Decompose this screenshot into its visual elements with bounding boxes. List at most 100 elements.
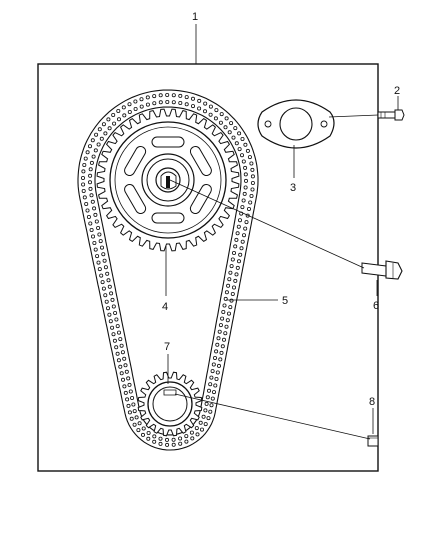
chain-link-outer bbox=[81, 188, 86, 193]
chain-link-inner bbox=[237, 147, 242, 152]
pin bbox=[367, 435, 379, 447]
chain-link-outer bbox=[229, 121, 234, 126]
chain-link-outer bbox=[152, 439, 157, 444]
chain-link-outer bbox=[229, 298, 234, 303]
chain-link-outer bbox=[94, 132, 99, 137]
chain-link-inner bbox=[215, 342, 220, 347]
chain-link-inner bbox=[93, 212, 98, 217]
chain-link-inner bbox=[236, 224, 241, 229]
chain-link-outer bbox=[100, 280, 105, 285]
chain-link-inner bbox=[119, 343, 124, 348]
chain-link-outer bbox=[93, 247, 98, 252]
chain-link-inner bbox=[227, 130, 232, 135]
chain-link-outer bbox=[243, 142, 248, 147]
chain-link-outer bbox=[107, 312, 112, 317]
chain-link-outer bbox=[224, 116, 229, 121]
callout-4: 4 bbox=[162, 301, 168, 313]
chain-link-inner bbox=[206, 388, 211, 393]
chain-link-inner bbox=[198, 420, 203, 425]
chain-link-inner bbox=[165, 100, 170, 105]
chain-link-outer bbox=[211, 390, 216, 395]
chain-link-inner bbox=[213, 116, 218, 121]
chain-link-outer bbox=[139, 97, 144, 102]
chain-link-inner bbox=[115, 324, 120, 329]
chain-link-outer bbox=[233, 278, 238, 283]
chain-link-inner bbox=[109, 291, 114, 296]
chain-link-outer bbox=[197, 98, 202, 103]
chain-link-inner bbox=[189, 430, 194, 435]
chain-link-inner bbox=[243, 165, 248, 170]
chain-link-inner bbox=[223, 125, 228, 130]
gasket bbox=[257, 99, 335, 149]
chain-link-outer bbox=[231, 285, 236, 290]
chain-link-inner bbox=[92, 206, 97, 211]
chain-link-outer bbox=[81, 169, 86, 174]
chain-link-outer bbox=[171, 442, 176, 447]
chain-link-inner bbox=[208, 112, 213, 117]
callout-2: 2 bbox=[394, 85, 400, 97]
chain-link-inner bbox=[216, 336, 221, 341]
chain-link-outer bbox=[247, 155, 252, 160]
callout-8: 8 bbox=[369, 396, 375, 408]
chain-link-outer bbox=[136, 428, 141, 433]
chain-link-outer bbox=[158, 441, 163, 446]
callout-1: 1 bbox=[192, 11, 198, 23]
chain-link-outer bbox=[243, 226, 248, 231]
chain-link-inner bbox=[90, 199, 95, 204]
chain-link-outer bbox=[89, 227, 94, 232]
sprocket-slot bbox=[151, 136, 185, 148]
chain-link-outer bbox=[81, 175, 86, 180]
chain-link-outer bbox=[84, 201, 89, 206]
chain-link-inner bbox=[202, 109, 207, 114]
chain-link-outer bbox=[223, 331, 228, 336]
chain-link-outer bbox=[220, 344, 225, 349]
chain-link-inner bbox=[209, 375, 214, 380]
bolt bbox=[377, 109, 405, 121]
chain-link-outer bbox=[114, 345, 119, 350]
callout-3: 3 bbox=[290, 182, 296, 194]
chain-link-inner bbox=[112, 121, 117, 126]
chain-link-outer bbox=[190, 96, 195, 101]
chain-link-outer bbox=[96, 260, 101, 265]
sprocket-bolt bbox=[361, 260, 403, 280]
chain-link-outer bbox=[215, 370, 220, 375]
chain-link-inner bbox=[137, 421, 142, 426]
chain-link-inner bbox=[228, 270, 233, 275]
chain-link-inner bbox=[241, 198, 246, 203]
chain-link-inner bbox=[118, 337, 123, 342]
chain-link-inner bbox=[130, 395, 135, 400]
sprocket-slot bbox=[124, 183, 147, 215]
chain-link-inner bbox=[96, 142, 101, 147]
chain-link-outer bbox=[146, 436, 151, 441]
chain-link-inner bbox=[106, 278, 111, 283]
chain-link-inner bbox=[145, 102, 150, 107]
chain-link-inner bbox=[88, 173, 93, 178]
chain-link-outer bbox=[216, 363, 221, 368]
chain-link-inner bbox=[178, 436, 183, 441]
chain-link-outer bbox=[121, 105, 126, 110]
chain-link-inner bbox=[243, 185, 248, 190]
chain-link-inner bbox=[123, 363, 128, 368]
chain-link-outer bbox=[184, 439, 189, 444]
chain-link-inner bbox=[117, 117, 122, 122]
crankshaft-sprocket bbox=[137, 371, 203, 437]
sprocket-slot bbox=[189, 183, 212, 215]
chain-link-inner bbox=[98, 239, 103, 244]
chain-link-outer bbox=[123, 390, 128, 395]
chain-link-inner bbox=[227, 277, 232, 282]
chain-link-outer bbox=[152, 94, 157, 99]
chain-link-outer bbox=[237, 131, 242, 136]
chain-link-inner bbox=[218, 120, 223, 125]
chain-link-inner bbox=[99, 136, 104, 141]
chain-link-outer bbox=[250, 187, 255, 192]
chain-link-outer bbox=[221, 337, 226, 342]
chain-link-outer bbox=[158, 93, 163, 98]
chain-link-inner bbox=[208, 382, 213, 387]
chain-link-inner bbox=[88, 180, 93, 185]
chain-link-outer bbox=[97, 267, 102, 272]
chain-link-inner bbox=[221, 309, 226, 314]
chain-link-inner bbox=[89, 160, 94, 165]
chain-link-outer bbox=[111, 113, 116, 118]
chain-link-inner bbox=[128, 389, 133, 394]
sprocket-slot bbox=[124, 145, 147, 177]
